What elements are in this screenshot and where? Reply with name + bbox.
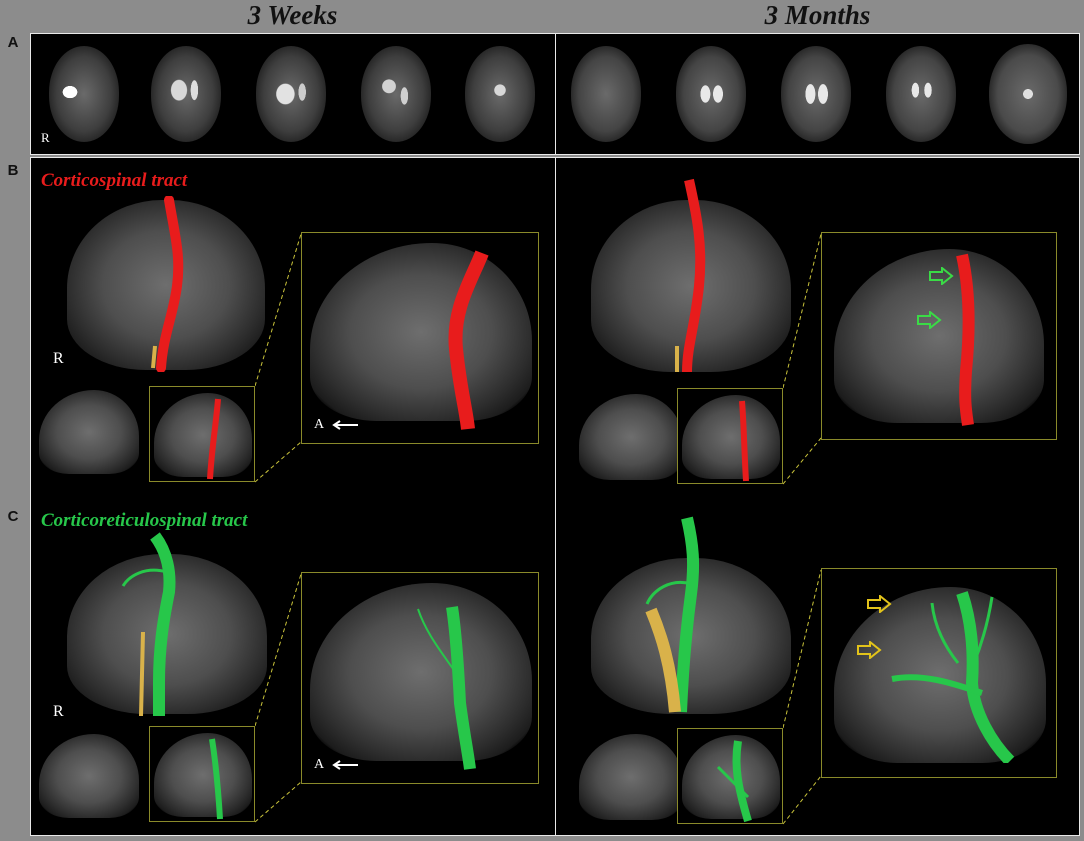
panel-a-axial-scans: R <box>30 33 1080 155</box>
sagittal-zoom-c-weeks <box>310 583 532 761</box>
sagittal-thumb-c-months-1 <box>579 734 683 820</box>
axial-scan-week-4 <box>361 46 431 142</box>
inset-c-months-small <box>677 728 783 824</box>
outline-arrow-right-icon <box>929 267 954 285</box>
inset-connector-b-weeks <box>255 233 302 483</box>
arrow-left-icon <box>332 760 358 770</box>
inset-b-months-small <box>677 388 783 484</box>
inset-c-weeks-small <box>149 726 255 822</box>
sagittal-thumb-c-weeks-2 <box>154 733 252 817</box>
axial-scan-week-2 <box>151 46 221 142</box>
axial-scan-month-5 <box>989 44 1067 144</box>
crst-tract-zoom-weeks <box>417 606 476 770</box>
sagittal-zoom-c-months <box>834 587 1046 763</box>
sagittal-thumb-b-weeks-1 <box>39 390 139 474</box>
cst-tract-thumb-months <box>739 400 749 482</box>
panel-bc-divider <box>555 158 556 835</box>
axial-scan-month-3 <box>781 46 851 142</box>
crst-tract-thumb-months <box>716 740 752 823</box>
panel-b-title: Corticospinal tract <box>41 170 188 191</box>
arrow-left-icon <box>332 420 358 430</box>
column-header-3-months: 3 Months <box>764 0 871 30</box>
inset-b-months-large <box>821 232 1057 440</box>
panel-c-weeks-anterior-label: A <box>314 757 325 772</box>
outline-arrow-right-icon <box>867 595 892 613</box>
cst-tract-zoom-weeks <box>448 250 489 430</box>
column-header-3-weeks: 3 Weeks <box>247 0 338 30</box>
sagittal-zoom-b-weeks <box>310 243 532 421</box>
panel-a-divider <box>555 34 556 154</box>
inset-b-weeks-small <box>149 386 255 482</box>
panel-bc: Corticospinal tract Corticoreticulospina… <box>30 157 1080 836</box>
cst-tract-coronal-weeks <box>151 196 184 372</box>
axial-scan-month-4 <box>886 46 956 142</box>
sagittal-thumb-c-months-2 <box>682 735 780 819</box>
axial-scan-month-1 <box>571 46 641 142</box>
inset-connector-c-weeks <box>255 573 302 823</box>
cst-tract-zoom-months <box>956 253 975 426</box>
sagittal-thumb-c-weeks-1 <box>39 734 139 818</box>
outline-arrow-right-icon <box>917 311 942 329</box>
panel-c-title: Corticoreticulospinal tract <box>41 510 248 531</box>
panel-b-weeks-anterior-label: A <box>314 417 325 432</box>
inset-connector-c-months <box>783 569 822 825</box>
outline-arrow-right-icon <box>857 641 882 659</box>
sagittal-zoom-b-months <box>834 249 1044 423</box>
crst-tract-coronal-months <box>645 516 700 713</box>
cst-tract-coronal-months <box>675 178 706 373</box>
panel-c-weeks-side-label: R <box>53 703 64 720</box>
inset-connector-b-months <box>783 233 822 485</box>
row-label-a: A <box>7 34 19 51</box>
cst-tract-thumb-weeks <box>207 398 221 480</box>
panel-b-weeks-side-label: R <box>53 350 64 367</box>
crst-tract-coronal-weeks <box>121 532 176 717</box>
panel-a-side-label: R <box>41 130 50 145</box>
inset-c-weeks-large: A <box>301 572 539 784</box>
row-label-b: B <box>7 162 19 179</box>
axial-scan-week-1 <box>49 46 119 142</box>
sagittal-thumb-b-months-2 <box>682 395 780 479</box>
row-label-c: C <box>7 508 19 525</box>
axial-scan-week-5 <box>465 46 535 142</box>
inset-b-weeks-large: A <box>301 232 539 444</box>
axial-scan-month-2 <box>676 46 746 142</box>
axial-scan-week-3 <box>256 46 326 142</box>
crst-tract-thumb-weeks <box>209 738 223 820</box>
crst-tract-zoom-months <box>891 591 1015 763</box>
sagittal-thumb-b-weeks-2 <box>154 393 252 477</box>
inset-c-months-large <box>821 568 1057 778</box>
sagittal-thumb-b-months-1 <box>579 394 683 480</box>
